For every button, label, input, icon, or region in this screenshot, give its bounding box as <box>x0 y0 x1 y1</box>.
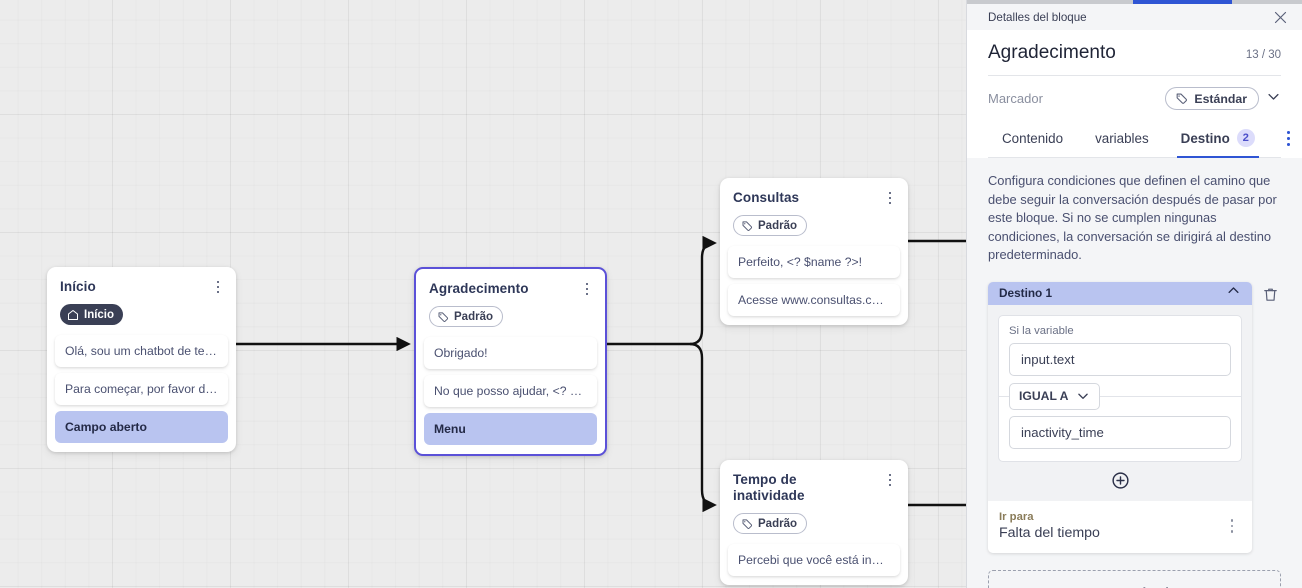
node-message[interactable]: No que posso ajudar, <? $name ... <box>424 374 597 407</box>
node-title: Início <box>60 279 96 294</box>
goto-row[interactable]: Ir para Falta del tiempo <box>988 500 1252 553</box>
destination-block: Destino 1 Si la variable input.text <box>988 281 1281 553</box>
node-title: Consultas <box>733 190 800 205</box>
node-message[interactable]: Obrigado! <box>424 336 597 369</box>
condition-box: Si la variable input.text IGUAL A <box>998 314 1242 462</box>
node-header: Agradecimento Padrão <box>416 269 605 337</box>
operator-label: IGUAL A <box>1019 389 1069 403</box>
block-details-panel: Detalles del bloque Agradecimento 13 / 3… <box>966 0 1302 588</box>
node-message[interactable]: Percebi que você está inativo. C... <box>728 543 900 576</box>
goto-value: Falta del tiempo <box>999 524 1100 541</box>
panel-tabs: Contenido variables Destino 2 <box>988 120 1290 158</box>
destination-description: Configura condiciones que definen el cam… <box>988 173 1277 262</box>
panel-main: Agradecimento 13 / 30 Marcador Estándar <box>967 30 1302 158</box>
marker-row: Marcador Estándar <box>988 76 1281 120</box>
variable-field[interactable]: input.text <box>1009 342 1231 376</box>
tab-badge: 2 <box>1236 129 1255 147</box>
marker-chip-label: Estándar <box>1194 91 1247 106</box>
char-counter: 13 / 30 <box>1245 49 1281 61</box>
add-condition-button[interactable] <box>998 461 1242 501</box>
node-header: Início Início <box>47 267 236 335</box>
node-message[interactable]: Para começar, por favor digite o ... <box>55 372 228 405</box>
destination-title: Destino 1 <box>999 286 1053 300</box>
node-message[interactable]: Perfeito, <? $name ?>! <box>728 245 900 278</box>
node-message-highlight[interactable]: Campo aberto <box>55 410 228 443</box>
flow-node-consultas[interactable]: Consultas Padrão Perfeito, <? $name ?>! … <box>720 178 908 325</box>
node-title: Tempo de inatividade <box>733 472 805 503</box>
compare-value-field[interactable]: inactivity_time <box>1009 415 1231 449</box>
node-tag-chip[interactable]: Padrão <box>733 215 807 236</box>
chevron-up-icon[interactable] <box>1226 283 1241 303</box>
node-menu-button[interactable] <box>579 280 595 298</box>
marker-chip[interactable]: Estándar <box>1165 87 1259 110</box>
node-tag-chip[interactable]: Padrão <box>429 306 503 327</box>
close-icon[interactable] <box>1270 7 1290 27</box>
destination-body: Si la variable input.text IGUAL A <box>988 304 1252 501</box>
tag-icon <box>742 220 753 231</box>
node-tag-label: Padrão <box>758 517 797 530</box>
node-header: Consultas Padrão <box>720 178 908 246</box>
destination-header[interactable]: Destino 1 <box>988 281 1252 305</box>
node-tag-label: Início <box>84 308 115 321</box>
tab-variables[interactable]: variables <box>1095 122 1149 156</box>
node-tag-chip[interactable]: Padrão <box>733 513 807 534</box>
panel-header-title: Detalles del bloque <box>988 10 1087 24</box>
node-messages: Obrigado! No que posso ajudar, <? $name … <box>416 336 605 454</box>
node-title: Agradecimento <box>429 281 529 296</box>
panel-active-tab-indicator <box>1133 0 1232 4</box>
tag-icon <box>1177 93 1188 104</box>
panel-header: Detalles del bloque <box>967 4 1302 30</box>
panel-top-indicator <box>967 0 1302 4</box>
node-tag-label: Padrão <box>454 310 493 323</box>
goto-text-group: Ir para Falta del tiempo <box>999 510 1100 543</box>
node-tag-chip[interactable]: Início <box>60 304 124 325</box>
tab-label: Destino <box>1180 130 1230 146</box>
page-title: Agradecimento <box>988 42 1116 63</box>
marker-controls: Estándar <box>1165 87 1281 110</box>
plus-circle-icon <box>1111 471 1129 489</box>
node-message-highlight[interactable]: Menu <box>424 412 597 445</box>
tag-icon <box>742 518 753 529</box>
tag-icon <box>438 311 449 322</box>
node-message[interactable]: Olá, sou um chatbot de teste! <box>55 334 228 367</box>
node-menu-button[interactable] <box>882 189 898 207</box>
node-menu-button[interactable] <box>882 471 898 489</box>
tab-label: variables <box>1095 130 1149 146</box>
trash-icon[interactable] <box>1259 284 1281 306</box>
node-messages: Percebi que você está inativo. C... <box>720 543 908 585</box>
node-tag-label: Padrão <box>758 219 797 232</box>
flow-node-inicio[interactable]: Início Início Olá, sou um chatbot de tes… <box>47 267 236 452</box>
operator-row: IGUAL A <box>999 382 1241 410</box>
node-menu-button[interactable] <box>210 278 226 296</box>
panel-content: Configura condiciones que definen el cam… <box>967 158 1302 588</box>
node-messages: Olá, sou um chatbot de teste! Para começ… <box>47 334 236 452</box>
chevron-down-icon[interactable] <box>1266 89 1281 109</box>
chevron-down-icon <box>1078 393 1089 400</box>
operator-select[interactable]: IGUAL A <box>1009 382 1101 410</box>
more-vertical-icon[interactable] <box>1286 128 1290 150</box>
tab-label: Contenido <box>1002 130 1064 146</box>
node-header: Tempo de inatividade Padrão <box>720 460 908 544</box>
block-title-row: Agradecimento 13 / 30 <box>988 30 1281 76</box>
add-destination-button[interactable]: Agregar destino <box>988 569 1281 588</box>
node-message[interactable]: Acesse www.consultas.com par... <box>728 283 900 316</box>
condition-label: Si la variable <box>1009 324 1074 337</box>
flow-node-agradecimento[interactable]: Agradecimento Padrão Obrigado! No que po… <box>414 267 607 456</box>
home-icon <box>68 309 78 320</box>
tab-contenido[interactable]: Contenido <box>1002 122 1063 156</box>
marker-label: Marcador <box>988 91 1043 106</box>
flow-canvas[interactable]: Início Início Olá, sou um chatbot de tes… <box>0 0 966 588</box>
node-messages: Perfeito, <? $name ?>! Acesse www.consul… <box>720 245 908 325</box>
more-vertical-icon[interactable] <box>1223 515 1241 537</box>
destination-card: Destino 1 Si la variable input.text <box>988 281 1252 553</box>
goto-label: Ir para <box>999 510 1034 523</box>
tab-destino[interactable]: Destino 2 <box>1176 120 1259 158</box>
flow-node-tempo-inatividade[interactable]: Tempo de inatividade Padrão Percebi que … <box>720 460 908 585</box>
